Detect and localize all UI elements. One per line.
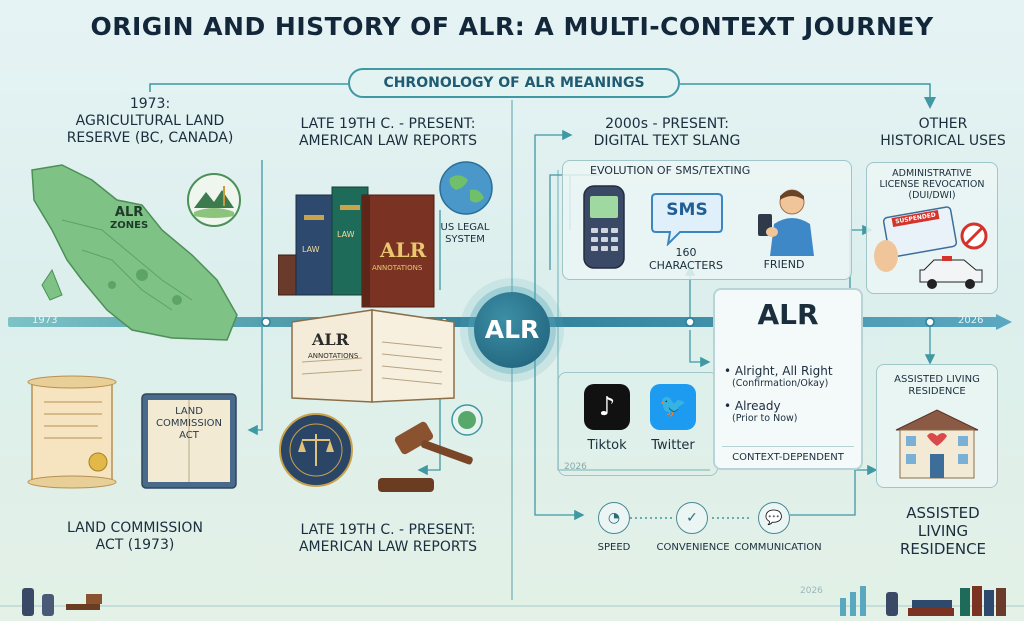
- communication-label: COMMUNICATION: [734, 542, 822, 553]
- spine-label-1: LAW: [302, 245, 320, 254]
- law-bottom-line2: AMERICAN LAW REPORTS: [298, 539, 478, 555]
- globe-icon: [439, 161, 493, 215]
- chars-line1: 160: [675, 246, 697, 259]
- friend-person-icon: [758, 189, 814, 256]
- agri-name-line2: RESERVE (BC, CANADA): [66, 130, 234, 146]
- agri-year: 1973:: [129, 96, 171, 112]
- tiktok-label: Tiktok: [587, 438, 627, 453]
- other-line2: HISTORICAL USES: [880, 133, 1006, 149]
- farm-badge-icon: [187, 173, 241, 227]
- admin-line2: LICENSE REVOCATION: [879, 179, 985, 190]
- chars-line2: CHARACTERS: [649, 259, 723, 272]
- sms-bubble-text: SMS: [666, 200, 708, 220]
- law-heading-top: LATE 19TH C. - PRESENT: AMERICAN LAW REP…: [268, 116, 508, 150]
- assisted-bottom-line2: LIVING: [917, 522, 969, 540]
- assisted-bottom-line3: RESIDENCE: [899, 540, 987, 558]
- alr-hub-circle: ALR: [474, 292, 550, 368]
- timeline-start-label: 1973: [32, 315, 58, 326]
- timeline-end-label: 2026: [958, 315, 984, 326]
- residence-building-icon: [895, 409, 979, 479]
- land-commission-book-label: LAND COMMISSION ACT: [148, 406, 230, 442]
- convenience-label: CONVENIENCE: [656, 542, 730, 553]
- speed-label: SPEED: [597, 542, 631, 553]
- speed-icon: ◔: [598, 502, 630, 534]
- other-heading: OTHER HISTORICAL USES: [868, 116, 1018, 150]
- alr-card-divider: [722, 446, 854, 447]
- usls-line2: SYSTEM: [445, 234, 485, 245]
- communication-icon: 💬: [758, 502, 790, 534]
- tiktok-app-icon: ♪: [584, 384, 630, 430]
- alr-card-meanings: • Alright, All Right (Confirmation/Okay)…: [724, 364, 858, 424]
- lca-line1: LAND COMMISSION: [67, 520, 203, 536]
- meaning-2-sub: (Prior to Now): [732, 413, 798, 424]
- convenience-icon: ✓: [676, 502, 708, 534]
- scroll-document-icon: [27, 375, 117, 489]
- friend-label: FRIEND: [763, 258, 805, 271]
- mobile-phone-icon: [583, 185, 625, 269]
- alr-meaning-card: [713, 288, 863, 470]
- agri-heading: 1973: AGRICULTURAL LAND RESERVE (BC, CAN…: [40, 96, 260, 147]
- bottom-timeline-strip: [0, 586, 1024, 616]
- land-commission-book-icon: [141, 393, 237, 489]
- law-top-line2: AMERICAN LAW REPORTS: [298, 133, 478, 149]
- assisted-living-caption: ASSISTED LIVING RESIDENCE: [868, 504, 1018, 558]
- law-books-stack-icon: [278, 186, 435, 308]
- land-commission-act-caption: LAND COMMISSION ACT (1973): [30, 520, 240, 554]
- faint-year-label-b: 2026: [800, 586, 823, 596]
- admin-line3: (DUI/DWI): [908, 190, 956, 201]
- open-book-title: ALR: [312, 330, 349, 349]
- chronology-banner: CHRONOLOGY OF ALR MEANINGS: [348, 68, 680, 98]
- twitter-label: Twitter: [651, 438, 695, 453]
- map-label-line1: ALR: [114, 205, 144, 220]
- small-globe-badge-icon: [451, 404, 483, 436]
- book-line3: ACT: [179, 430, 199, 441]
- assisted-bottom-line1: ASSISTED: [906, 504, 980, 522]
- sms-char-limit: 160 CHARACTERS: [644, 246, 728, 272]
- alr-book-title: ALR: [380, 238, 427, 262]
- digital-line2: DIGITAL TEXT SLANG: [593, 133, 741, 149]
- law-top-line1: LATE 19TH C. - PRESENT:: [300, 116, 476, 132]
- social-apps-panel: [558, 372, 718, 476]
- other-line1: OTHER: [918, 116, 968, 132]
- book-line2: COMMISSION: [155, 418, 223, 429]
- agri-name-line1: AGRICULTURAL LAND: [75, 113, 225, 129]
- gavel-icon: [378, 421, 473, 492]
- alr-book-subtitle: ANNOTATIONS: [372, 264, 423, 272]
- meaning-1-sub: (Confirmation/Okay): [732, 378, 829, 389]
- map-label-line2: ZONES: [110, 220, 149, 231]
- assisted-panel-line2: RESIDENCE: [908, 386, 966, 397]
- meaning-2: • Already: [724, 399, 781, 413]
- law-heading-bottom: LATE 19TH C. - PRESENT: AMERICAN LAW REP…: [268, 522, 508, 556]
- faint-year-label-a: 2026: [564, 462, 587, 472]
- map-label: ALR ZONES: [110, 205, 148, 231]
- alr-card-footer: CONTEXT-DEPENDENT: [732, 452, 844, 463]
- twitter-app-icon: 🐦: [650, 384, 696, 430]
- open-book-subtitle: ANNOTATIONS: [308, 352, 359, 360]
- sms-bubble-icon: [651, 193, 723, 246]
- sms-evolution-label: EVOLUTION OF SMS/TEXTING: [590, 164, 751, 177]
- book-line1: LAND: [175, 406, 203, 417]
- assisted-panel-line1: ASSISTED LIVING: [894, 374, 980, 385]
- spine-label-2: LAW: [337, 230, 355, 239]
- us-legal-system-label: US LEGAL SYSTEM: [432, 222, 498, 246]
- admin-line1: ADMINISTRATIVE: [892, 168, 972, 179]
- alr-card-title: ALR: [757, 298, 819, 331]
- digital-line1: 2000s - PRESENT:: [605, 116, 729, 132]
- open-book-icon: [291, 309, 455, 403]
- license-revocation-label: ADMINISTRATIVE LICENSE REVOCATION (DUI/D…: [866, 168, 998, 201]
- assisted-living-panel-label: ASSISTED LIVING RESIDENCE: [876, 374, 998, 398]
- law-bottom-line1: LATE 19TH C. - PRESENT:: [300, 522, 476, 538]
- page-title: ORIGIN AND HISTORY OF ALR: A MULTI-CONTE…: [90, 12, 934, 41]
- scales-seal-icon: [279, 413, 353, 487]
- digital-heading: 2000s - PRESENT: DIGITAL TEXT SLANG: [572, 116, 762, 150]
- meaning-1: • Alright, All Right: [724, 364, 833, 378]
- bc-map-illustration: [31, 164, 238, 341]
- usls-line1: US LEGAL: [440, 222, 490, 233]
- lca-line2: ACT (1973): [95, 537, 175, 553]
